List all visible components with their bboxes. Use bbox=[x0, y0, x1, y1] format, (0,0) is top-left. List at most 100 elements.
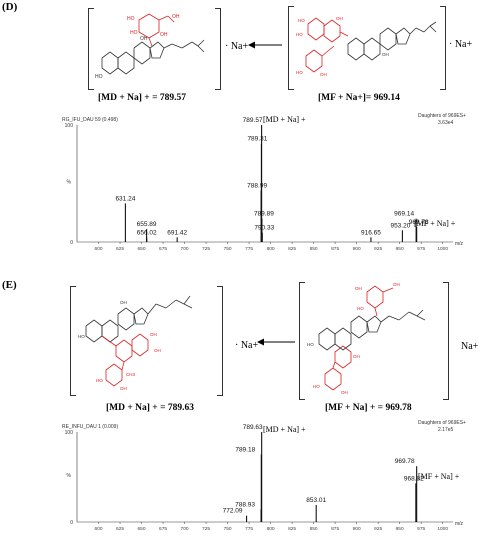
svg-text:OH: OH bbox=[393, 282, 400, 287]
x-tick-label: 900 bbox=[353, 246, 361, 252]
svg-text:HO: HO bbox=[296, 32, 303, 37]
x-tick-label: 675 bbox=[159, 526, 167, 532]
peak-label: 789.63 bbox=[243, 424, 263, 431]
y-tick-label: 100 bbox=[65, 123, 74, 129]
na-ion-left: · Na+ bbox=[235, 340, 259, 351]
mf-formula: [MF + Na+]= 969.14 bbox=[318, 93, 400, 103]
x-tick-label: 975 bbox=[417, 246, 425, 252]
svg-text:HO: HO bbox=[357, 306, 364, 311]
na-ion-right: Na+ bbox=[461, 341, 479, 352]
svg-text:OH: OH bbox=[150, 332, 157, 337]
svg-text:HO: HO bbox=[130, 30, 138, 36]
x-tick-label: 925 bbox=[374, 246, 382, 252]
x-tick-label: 775 bbox=[245, 246, 253, 252]
spectrum-header-left: RE_INFU_DAU 1 (0.009) bbox=[62, 424, 119, 430]
reaction-arrow bbox=[257, 338, 295, 346]
spectrum-header-right: Daughters of 969ES+ bbox=[418, 113, 466, 119]
reaction-arrow bbox=[248, 41, 282, 49]
peak-label: 789.89 bbox=[254, 211, 274, 218]
x-tick-label: 725 bbox=[202, 526, 210, 532]
svg-text:OH: OH bbox=[154, 348, 161, 353]
x-tick-label: 975 bbox=[417, 526, 425, 532]
x-tick-label: 950 bbox=[396, 526, 404, 532]
svg-text:HO: HO bbox=[127, 16, 135, 22]
spectrum-scale: 2.17e5 bbox=[438, 427, 454, 433]
x-tick-label: 950 bbox=[396, 246, 404, 252]
svg-text:HO: HO bbox=[78, 334, 85, 339]
x-tick-label: 850 bbox=[310, 246, 318, 252]
x-tick-label: 775 bbox=[245, 526, 253, 532]
md-annotation: [MD + Na] + bbox=[263, 425, 306, 434]
svg-text:HO: HO bbox=[307, 342, 314, 347]
x-tick-label: 800 bbox=[267, 526, 275, 532]
spectrum-header-right: Daughters of 969ES+ bbox=[418, 420, 466, 426]
x-tick-label: 675 bbox=[159, 246, 167, 252]
svg-text:OH: OH bbox=[140, 36, 148, 42]
x-tick-label: 725 bbox=[202, 246, 210, 252]
x-tick-label: 700 bbox=[181, 526, 189, 532]
y-axis-label: % bbox=[67, 473, 72, 479]
svg-text:OH: OH bbox=[320, 72, 327, 77]
peak-label: 916.65 bbox=[361, 229, 381, 236]
peak-label: 790.33 bbox=[254, 225, 274, 232]
panel-label-e: (E) bbox=[2, 279, 17, 291]
mf-annotation: [MF + Na] + bbox=[418, 472, 460, 481]
right-bracket bbox=[217, 286, 223, 396]
x-tick-label: 875 bbox=[331, 526, 339, 532]
svg-text:OH: OH bbox=[172, 14, 180, 20]
x-tick-label: 700 bbox=[181, 246, 189, 252]
x-tick-label: 875 bbox=[331, 246, 339, 252]
right-bracket bbox=[215, 8, 221, 90]
left-bracket bbox=[299, 282, 305, 400]
x-axis-label: m/z bbox=[455, 241, 464, 247]
peak-label: 789.31 bbox=[247, 136, 267, 143]
md-formula: [MD + Na] + = 789.63 bbox=[106, 403, 195, 413]
y-tick-label: 0 bbox=[70, 520, 73, 526]
x-tick-label: 750 bbox=[224, 526, 232, 532]
panel-label-d: (D) bbox=[2, 1, 18, 13]
x-tick-label: 925 bbox=[374, 526, 382, 532]
svg-text:OH: OH bbox=[382, 52, 389, 57]
x-tick-label: 625 bbox=[116, 526, 124, 532]
right-bracket bbox=[440, 6, 446, 90]
x-tick-label: 750 bbox=[224, 246, 232, 252]
x-tick-label: 900 bbox=[353, 526, 361, 532]
svg-text:OH: OH bbox=[120, 386, 127, 391]
svg-text:OH: OH bbox=[355, 286, 362, 291]
peak-label: 969.14 bbox=[394, 211, 414, 218]
peak-label: 969.78 bbox=[409, 219, 429, 226]
peak-label: 788.99 bbox=[247, 183, 267, 190]
y-axis-label: % bbox=[67, 180, 72, 186]
peak-label: 853.01 bbox=[306, 497, 326, 504]
peak-label: 969.78 bbox=[395, 458, 415, 465]
peak-label: 772.09 bbox=[223, 508, 243, 515]
mf-formula: [MF + Na] + = 969.78 bbox=[325, 403, 412, 413]
left-bracket bbox=[288, 6, 294, 90]
x-tick-label: 650 bbox=[138, 526, 146, 532]
x-tick-label: 1000 bbox=[437, 246, 448, 252]
peak-label: 968.82 bbox=[404, 475, 424, 482]
right-bracket bbox=[443, 282, 449, 400]
peak-label: 789.57 bbox=[243, 117, 263, 124]
na-ion-right: · Na+ bbox=[449, 39, 473, 50]
x-tick-label: 825 bbox=[288, 526, 296, 532]
peak-label: 691.42 bbox=[167, 229, 187, 236]
peak-label: 788.93 bbox=[235, 501, 255, 508]
svg-text:OH: OH bbox=[160, 32, 168, 38]
svg-text:HO: HO bbox=[313, 384, 320, 389]
x-tick-label: 600 bbox=[95, 526, 103, 532]
mf-annotation: [MF + Na] + bbox=[414, 219, 456, 228]
peak-label: 655.89 bbox=[137, 221, 157, 228]
md-formula: [MD + Na] + = 789.57 bbox=[98, 93, 187, 103]
x-tick-label: 850 bbox=[310, 526, 318, 532]
svg-text:HO: HO bbox=[96, 378, 103, 383]
left-bracket bbox=[70, 286, 76, 396]
x-axis-label: m/z bbox=[455, 521, 464, 527]
peak-label: 656.02 bbox=[137, 229, 157, 236]
x-tick-label: 800 bbox=[267, 246, 275, 252]
svg-text:HO: HO bbox=[298, 18, 305, 23]
svg-text:CH3: CH3 bbox=[126, 372, 135, 377]
